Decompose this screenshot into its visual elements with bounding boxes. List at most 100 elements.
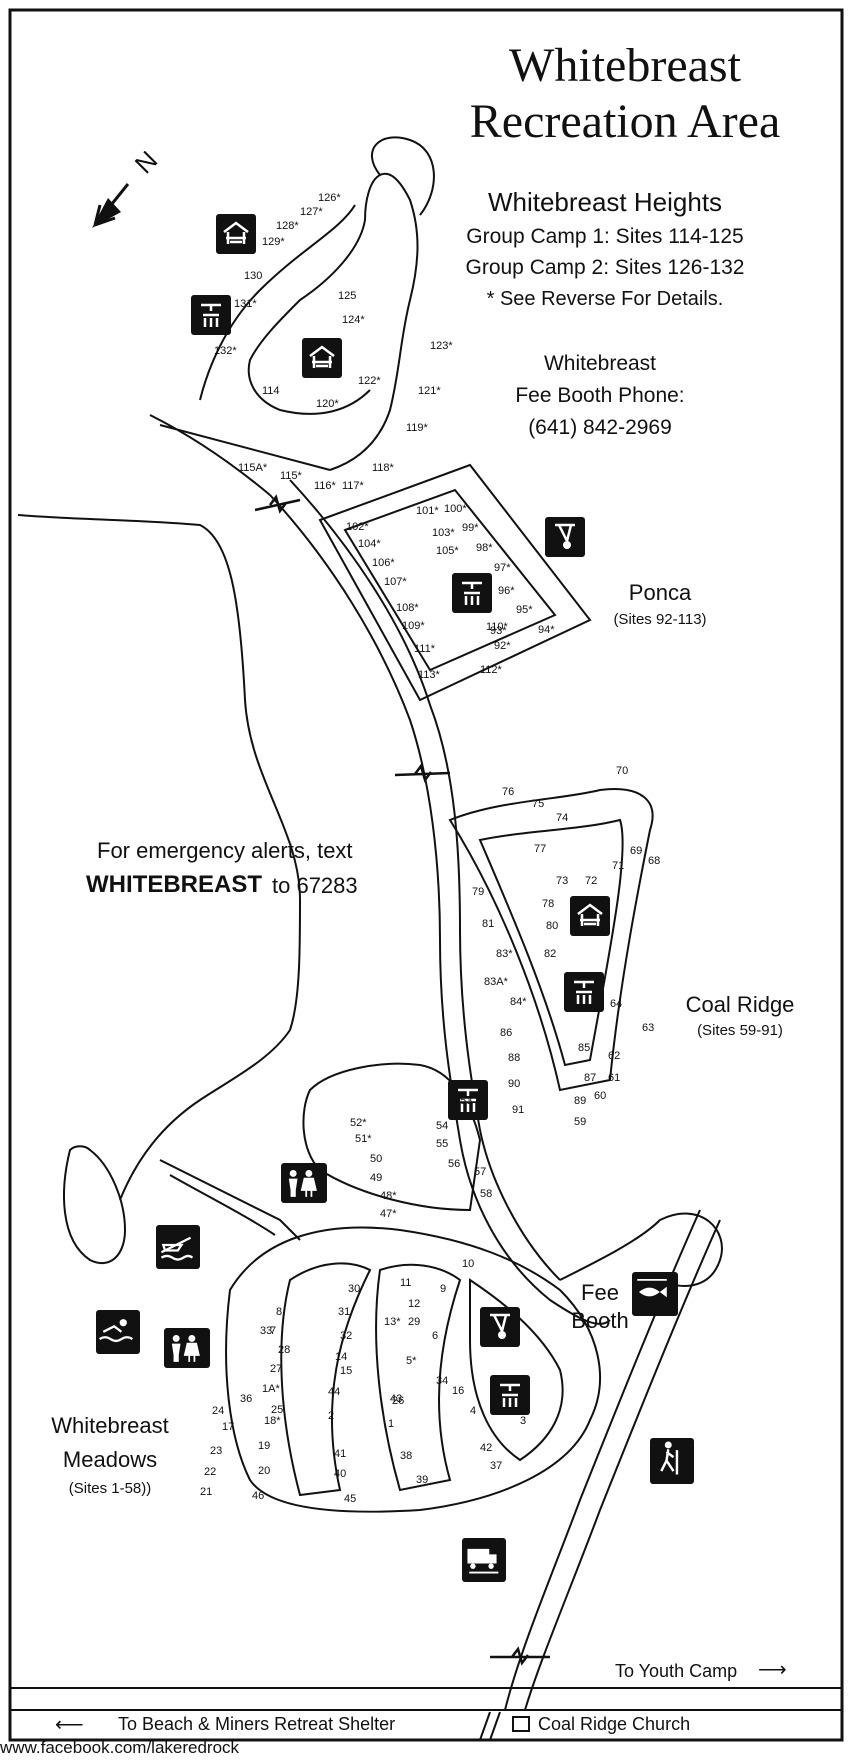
- beach-arrow-icon: ⟵: [55, 1714, 84, 1736]
- site-number: 93*: [490, 625, 507, 637]
- site-number: 115*: [280, 470, 302, 482]
- site-number: 58: [480, 1188, 493, 1200]
- site-number: 125: [338, 290, 357, 302]
- site-number: 9: [440, 1283, 447, 1295]
- site-number: 127*: [300, 206, 323, 218]
- restroom-icon: [281, 1163, 327, 1203]
- site-number: 41: [334, 1448, 347, 1460]
- site-number: 15: [340, 1365, 353, 1377]
- site-number: 113*: [418, 669, 440, 681]
- picnic-shelter-icon: [216, 214, 256, 254]
- site-number: 131*: [234, 298, 257, 310]
- site-number: 59: [574, 1116, 587, 1128]
- site-number: 123*: [430, 340, 453, 352]
- site-number: 75: [532, 798, 545, 810]
- site-number: 79: [472, 886, 485, 898]
- site-number: 43: [390, 1393, 403, 1405]
- site-number: 68: [648, 855, 661, 867]
- map-frame: [8, 8, 844, 1742]
- site-number: 92*: [494, 640, 511, 652]
- site-number: 70: [616, 765, 629, 777]
- site-number: 10: [462, 1258, 475, 1270]
- site-number: 7: [270, 1325, 277, 1337]
- site-number: 40: [334, 1468, 347, 1480]
- emergency-line2: to 67283: [272, 873, 358, 898]
- picnic-shelter-icon: [302, 338, 342, 378]
- fee-booth-line2: Booth: [571, 1308, 629, 1333]
- site-number: 21: [200, 1486, 213, 1498]
- site-number: 109*: [402, 620, 425, 632]
- peninsula-shoreline: [63, 1145, 127, 1265]
- site-number: 12: [408, 1298, 421, 1310]
- site-number: 30: [348, 1283, 361, 1295]
- footer-url: www.facebook.com/lakeredrock: [0, 1738, 240, 1757]
- coal-ridge-range: (Sites 59-91): [697, 1022, 783, 1039]
- site-number: 129*: [262, 236, 285, 248]
- site-number: 1: [388, 1418, 395, 1430]
- site-number: 23: [210, 1445, 223, 1457]
- site-number: 110*: [486, 621, 508, 633]
- map-title-line2: Recreation Area: [469, 95, 781, 148]
- fee-phone-number: (641) 842-2969: [528, 416, 672, 439]
- dump-station-icon: [462, 1538, 506, 1582]
- site-number: 76: [502, 786, 515, 798]
- restroom-icon: [164, 1328, 210, 1368]
- compass: [92, 183, 130, 228]
- hiking-trail-icon: [650, 1438, 694, 1484]
- site-number: 128*: [276, 220, 299, 232]
- map-title-line1: Whitebreast: [509, 39, 741, 92]
- site-number: 95*: [516, 604, 533, 616]
- ponca-name: Ponca: [628, 580, 692, 605]
- emergency-keyword: WHITEBREAST: [86, 871, 262, 898]
- heights-loop-inner: [199, 136, 435, 401]
- site-number: 118*: [372, 462, 394, 474]
- site-number: 72: [585, 875, 598, 887]
- heights-note: * See Reverse For Details.: [486, 288, 724, 310]
- site-number: 6: [432, 1330, 439, 1342]
- site-number: 86: [500, 1027, 513, 1039]
- site-number: 100*: [444, 503, 467, 515]
- site-number: 50: [370, 1153, 383, 1165]
- site-number: 83*: [496, 948, 513, 960]
- site-number: 96*: [498, 585, 515, 597]
- site-number: 98*: [476, 542, 493, 554]
- church-label: Coal Ridge Church: [538, 1714, 691, 1734]
- shower-icon: [564, 972, 604, 1012]
- site-number: 39: [416, 1474, 429, 1486]
- site-number: 124*: [342, 314, 365, 326]
- site-number: 49: [370, 1172, 383, 1184]
- fishing-icon: [632, 1272, 678, 1316]
- site-number: 4: [470, 1405, 477, 1417]
- heights-loop-road: [149, 172, 419, 496]
- site-number: 45: [344, 1493, 357, 1505]
- site-number: 87: [584, 1072, 597, 1084]
- emergency-line1: For emergency alerts, text: [97, 838, 353, 863]
- site-number: 55: [436, 1138, 449, 1150]
- playground-icon: [545, 517, 585, 557]
- site-number: 5*: [406, 1355, 417, 1367]
- site-number: 1A*: [262, 1383, 280, 1395]
- site-number: 104*: [358, 538, 381, 550]
- site-number: 88: [508, 1052, 521, 1064]
- site-number: 56: [448, 1158, 461, 1170]
- site-number: 97*: [494, 562, 511, 574]
- site-number: 29: [408, 1316, 421, 1328]
- site-number: 122*: [358, 375, 381, 387]
- site-number: 119*: [406, 422, 428, 434]
- meadows-name2: Meadows: [62, 1447, 158, 1472]
- shower-icon: [191, 295, 231, 335]
- site-number: 120*: [316, 398, 339, 410]
- site-number: 126*: [318, 192, 341, 204]
- site-number: 37: [490, 1460, 503, 1472]
- ponca-loop: [318, 463, 592, 702]
- site-number: 77: [534, 843, 547, 855]
- site-number: 103*: [432, 527, 455, 539]
- site-number: 22: [204, 1466, 217, 1478]
- site-number: 89: [574, 1095, 587, 1107]
- site-number: 106*: [372, 557, 395, 569]
- site-number: 73: [556, 875, 569, 887]
- site-number: 20: [258, 1465, 271, 1477]
- ponca-range: (Sites 92-113): [613, 611, 707, 628]
- boat-ramp-icon: [156, 1225, 200, 1269]
- site-number: 47*: [380, 1208, 397, 1220]
